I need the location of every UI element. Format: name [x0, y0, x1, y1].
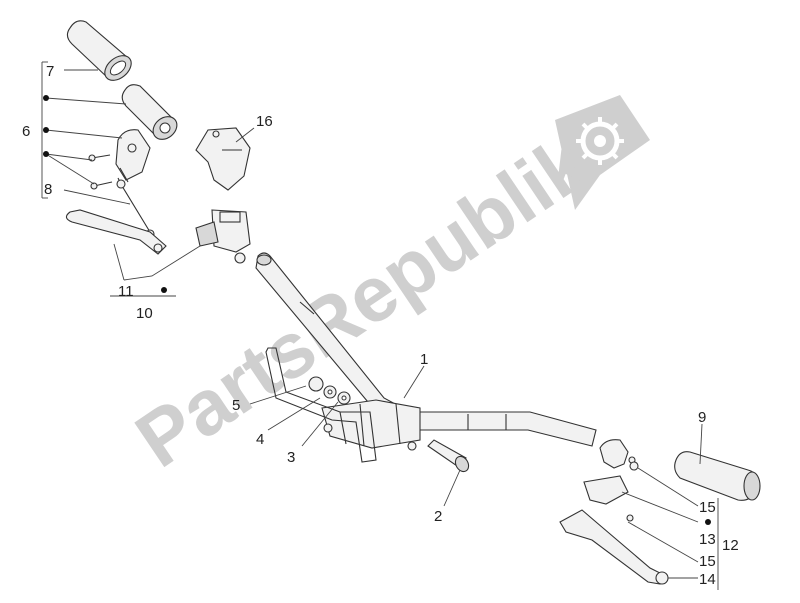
label-10: 10 [136, 305, 153, 322]
part-master-cylinder [195, 209, 251, 264]
part-brake-lever-left [65, 209, 167, 255]
part-screws [88, 154, 113, 190]
part-brake-lever-right [559, 509, 669, 585]
gear-icon [576, 117, 624, 165]
part-u-bolt [265, 347, 377, 463]
leader-lines [41, 61, 719, 590]
label-15b: 15 [699, 553, 716, 570]
watermark-flag-icon [555, 95, 650, 210]
label-6: 6 [22, 123, 30, 140]
part-throttle-tube [121, 84, 178, 140]
part-grip-top [66, 20, 132, 81]
part-right-lever-holder [583, 439, 636, 505]
part-switch-cover [195, 127, 251, 191]
label-12: 12 [722, 537, 739, 554]
label-7: 7 [46, 63, 54, 80]
label-9: 9 [698, 409, 706, 426]
label-4: 4 [256, 431, 264, 448]
marker-dots [43, 95, 711, 525]
label-3: 3 [287, 449, 295, 466]
label-16: 16 [256, 113, 273, 130]
label-8: 8 [44, 181, 52, 198]
part-handlebar [255, 252, 597, 447]
callout-labels: 1 2 3 4 5 6 7 8 9 10 11 12 13 14 15 15 1… [22, 63, 739, 588]
label-11: 11 [118, 283, 134, 300]
part-clamp [321, 399, 421, 451]
part-bolt [427, 439, 470, 473]
part-grip-right [674, 451, 761, 501]
label-5: 5 [232, 397, 240, 414]
part-pins [626, 461, 639, 522]
label-14: 14 [699, 571, 716, 588]
part-washers [308, 376, 351, 405]
part-throttle-housing [115, 129, 151, 183]
label-1: 1 [420, 351, 428, 368]
label-13: 13 [699, 531, 716, 548]
label-2: 2 [434, 508, 442, 525]
label-15a: 15 [699, 499, 716, 516]
